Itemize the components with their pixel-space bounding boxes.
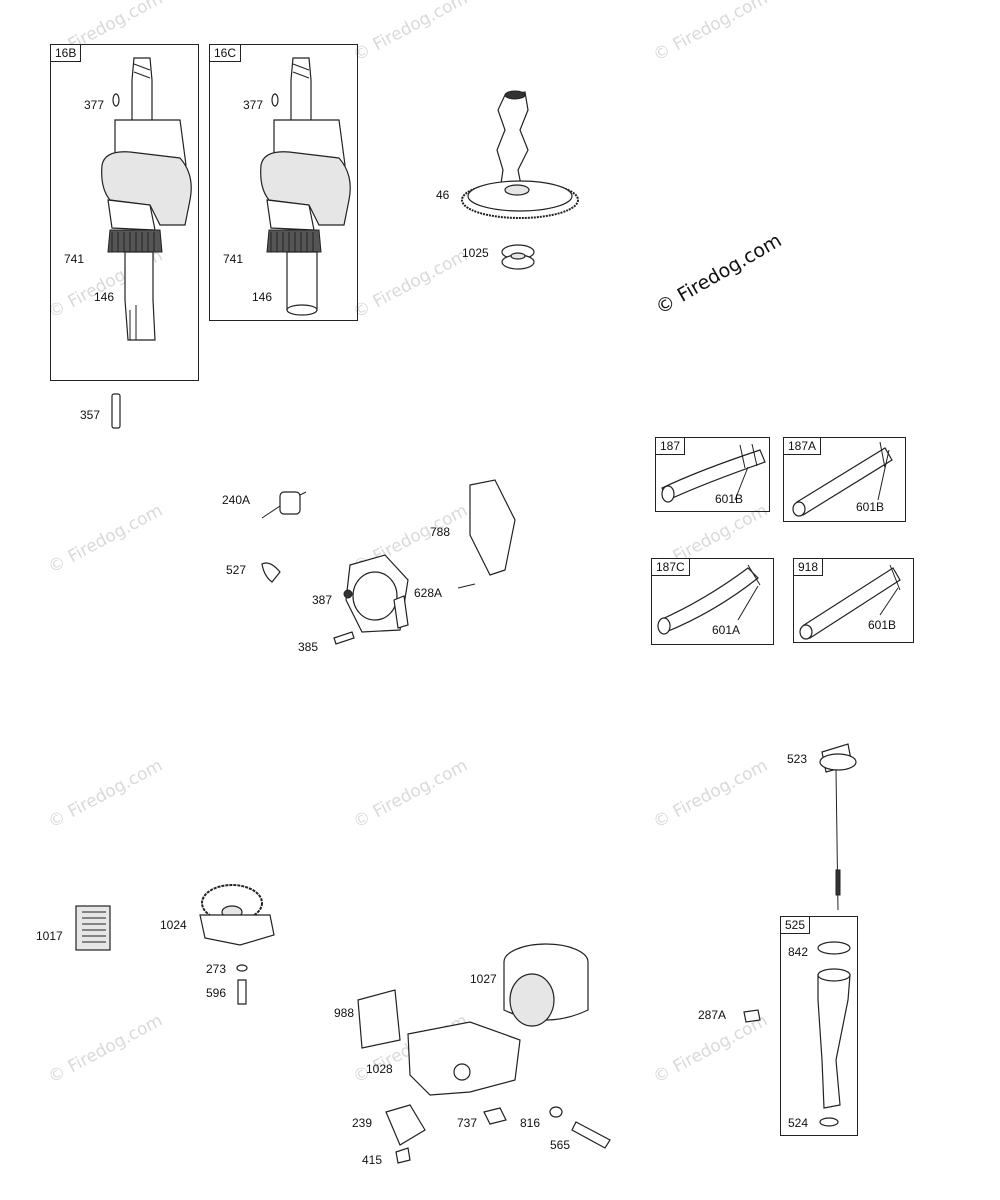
fuel-pump-parts-drawing (261, 479, 516, 645)
part-label: 46 (436, 188, 450, 202)
part-label: 415 (362, 1153, 383, 1167)
part-label: 737 (457, 1116, 478, 1130)
part-label: 741 (223, 252, 244, 266)
box-525: 525 (780, 916, 858, 1136)
part-label: 565 (550, 1138, 571, 1152)
box-tag: 525 (781, 917, 811, 934)
part-label: 596 (206, 986, 227, 1000)
box-tag: 187C (652, 559, 690, 576)
part-label: 741 (64, 252, 85, 266)
part-label: 601A (712, 623, 741, 637)
box-tag: 187 (656, 438, 686, 455)
part-label: 377 (243, 98, 264, 112)
box-187: 187 (655, 437, 770, 512)
part-label: 1028 (366, 1062, 393, 1076)
part-label: 601B (715, 492, 744, 506)
part-label: 146 (94, 290, 115, 304)
part-label: 1027 (470, 972, 497, 986)
part-label: 524 (788, 1116, 809, 1130)
part-label: 842 (788, 945, 809, 959)
box-16C: 16C (209, 44, 358, 321)
box-16B: 16B (50, 44, 199, 381)
key-357-drawing (111, 393, 121, 429)
part-label: 816 (520, 1116, 541, 1130)
box-918: 918 (793, 558, 914, 643)
part-label: 357 (80, 408, 101, 422)
part-label: 273 (206, 962, 227, 976)
oil-system-drawings (75, 884, 611, 1164)
part-label: 1025 (462, 246, 489, 260)
part-label: 601B (868, 618, 897, 632)
part-label: 1017 (36, 929, 63, 943)
part-label: 287A (698, 1008, 727, 1022)
part-label: 387 (312, 593, 333, 607)
dipstick-drawing (743, 743, 857, 1127)
part-label: 1024 (160, 918, 187, 932)
part-label: 240A (222, 493, 251, 507)
part-label: 788 (430, 525, 451, 539)
box-tag: 16B (51, 45, 82, 62)
part-label: 385 (298, 640, 319, 654)
camshaft-46-drawing (461, 90, 579, 270)
part-label: 527 (226, 563, 247, 577)
box-tag: 16C (210, 45, 242, 62)
part-label: 377 (84, 98, 105, 112)
box-187A: 187A (783, 437, 906, 522)
box-tag: 187A (784, 438, 822, 455)
box-187C: 187C (651, 558, 774, 645)
part-label: 628A (414, 586, 443, 600)
part-label: 988 (334, 1006, 355, 1020)
part-label: 523 (787, 752, 808, 766)
part-label: 146 (252, 290, 273, 304)
crankshaft-16B-drawing (101, 57, 192, 341)
part-label: 601B (856, 500, 885, 514)
crankshaft-16C-drawing (260, 57, 351, 316)
box-tag: 918 (794, 559, 824, 576)
breather-tube-drawings (657, 441, 901, 640)
part-label: 239 (352, 1116, 373, 1130)
